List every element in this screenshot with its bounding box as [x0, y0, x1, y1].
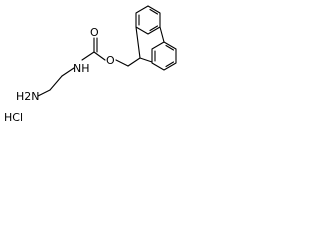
methylene-bridge: [115, 57, 141, 67]
ethylene-chain: [37, 67, 75, 97]
amide-nitrogen-label: NH: [73, 62, 90, 75]
fmoc-ethylenediamine-hydrochloride-structure: O O NH H2N HCl: [4, 5, 177, 124]
carbamate-bonds: [81, 37, 106, 61]
fluorene-left-ring: [135, 5, 161, 35]
ester-oxygen-label: O: [106, 54, 115, 67]
amine-nitrogen-label: H2N: [16, 90, 40, 103]
fluorene-five-ring: [135, 26, 165, 63]
fluorene-right-ring: [151, 41, 177, 71]
carbonyl-oxygen-label: O: [90, 26, 99, 39]
hydrochloride-label: HCl: [4, 111, 23, 124]
